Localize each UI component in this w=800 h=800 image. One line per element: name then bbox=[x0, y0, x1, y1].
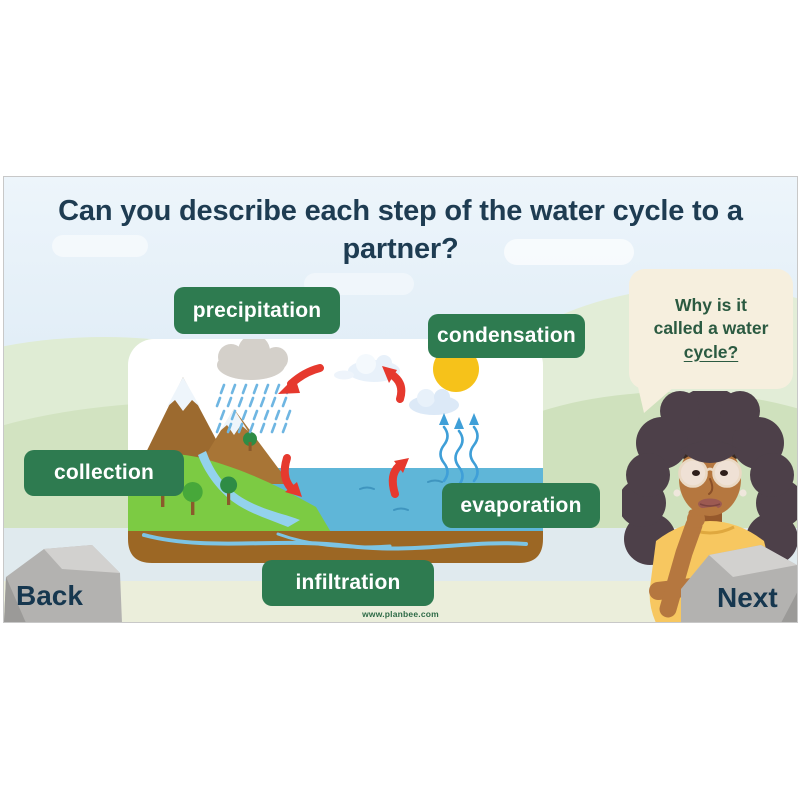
speech-bubble-tail bbox=[638, 387, 674, 413]
underground-water-icon bbox=[276, 532, 392, 549]
cloud-icon bbox=[409, 389, 459, 415]
website-url: www.planbee.com bbox=[362, 609, 439, 619]
earring bbox=[673, 489, 681, 497]
hair-icon bbox=[626, 391, 794, 497]
water-cycle-diagram bbox=[128, 339, 543, 563]
soil bbox=[128, 531, 543, 563]
page-title: Can you describe each step of the water … bbox=[58, 195, 743, 266]
label-infiltration: infiltration bbox=[262, 560, 434, 606]
cloud-icon bbox=[504, 239, 634, 265]
label-precipitation: precipitation bbox=[174, 287, 340, 334]
lesson-slide: Can you describe each step of the water … bbox=[3, 176, 798, 623]
next-button[interactable]: Next bbox=[681, 543, 798, 623]
nose bbox=[708, 478, 714, 495]
earring bbox=[739, 489, 747, 497]
back-button[interactable]: Back bbox=[4, 543, 124, 623]
eye bbox=[692, 470, 700, 476]
eye bbox=[720, 470, 728, 476]
label-condensation: condensation bbox=[428, 314, 585, 358]
label-evaporation: evaporation bbox=[442, 483, 600, 528]
rain-cloud-icon bbox=[215, 339, 292, 434]
next-button-label: Next bbox=[717, 582, 778, 613]
label-collection: collection bbox=[24, 450, 184, 496]
speech-line: Why is it bbox=[675, 295, 747, 316]
cloud-icon bbox=[52, 235, 148, 257]
cycle-arrow-head bbox=[278, 366, 409, 497]
evaporation-waves-icon bbox=[439, 413, 479, 487]
hand-on-chin bbox=[659, 506, 719, 618]
speech-bubble: Why is it called a water cycle? bbox=[629, 269, 793, 389]
speech-line-underlined: cycle? bbox=[683, 341, 739, 362]
back-button-label: Back bbox=[16, 580, 83, 611]
speech-line: called a water bbox=[653, 318, 769, 339]
